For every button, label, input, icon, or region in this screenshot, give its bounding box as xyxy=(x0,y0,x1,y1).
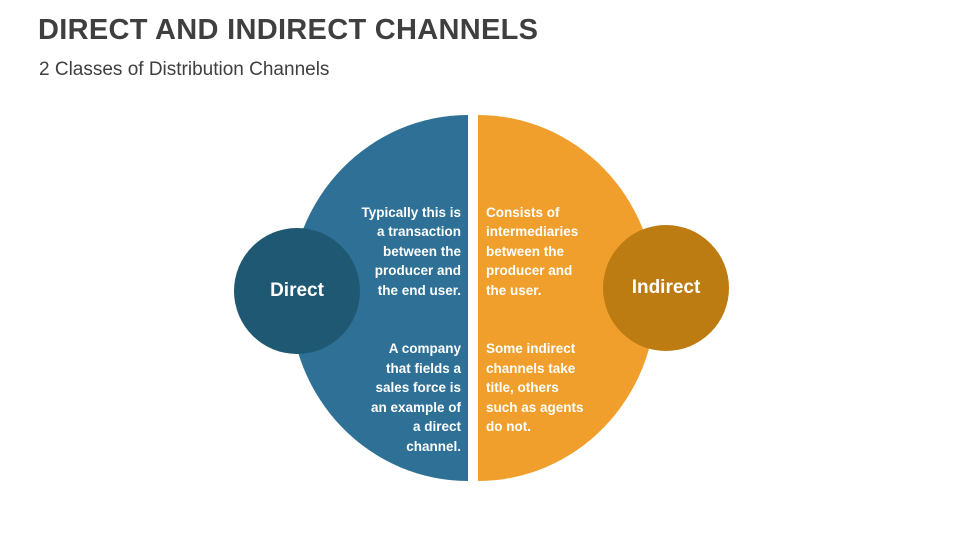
indirect-label: Indirect xyxy=(631,277,701,298)
indirect-label-circle: Indirect xyxy=(603,225,729,351)
indirect-paragraph-1: Consists of intermediaries between the p… xyxy=(486,204,579,298)
indirect-paragraph-2: Some indirect channels take title, other… xyxy=(486,341,584,434)
direct-paragraph-1: Typically this is a transaction between … xyxy=(361,204,461,298)
direct-description: Typically this is a transaction between … xyxy=(320,183,461,476)
direct-paragraph-2: A company that fields a sales force is a… xyxy=(370,341,461,454)
direct-label-circle: Direct xyxy=(234,228,360,354)
slide-title: DIRECT AND INDIRECT CHANNELS xyxy=(38,14,539,46)
indirect-description: Consists of intermediaries between the p… xyxy=(486,183,627,456)
slide-subtitle: 2 Classes of Distribution Channels xyxy=(39,59,330,80)
direct-label: Direct xyxy=(270,280,324,301)
